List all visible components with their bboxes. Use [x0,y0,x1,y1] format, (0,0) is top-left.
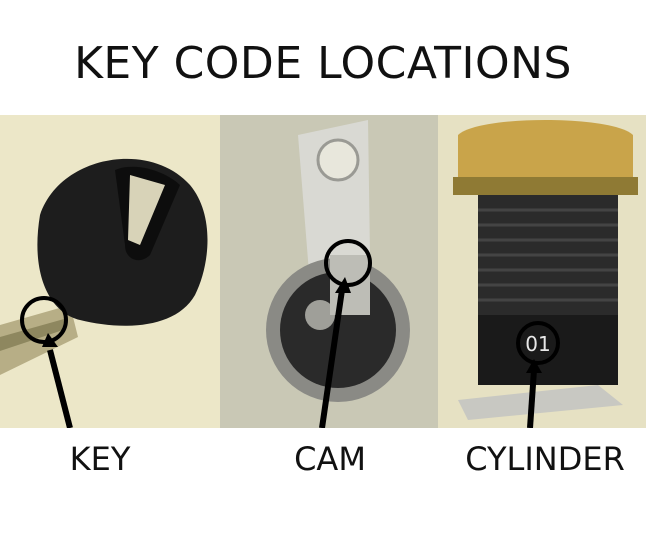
page-title: KEY CODE LOCATIONS [74,38,572,89]
cylinder-photo: 01 [438,115,646,428]
cylinder-code-text: 01 [525,332,550,356]
cylinder-code-marker-circle [516,321,560,365]
cam-photo [220,115,438,428]
cylinder-label: CYLINDER [465,440,625,478]
cylinder-photo-panel: 01 [438,115,646,428]
key-code-marker-circle [20,296,68,344]
key-photo-panel [0,115,220,428]
key-photo [0,115,220,428]
cam-photo-panel [220,115,438,428]
key-label: KEY [69,440,131,478]
cam-label: CAM [294,440,366,478]
